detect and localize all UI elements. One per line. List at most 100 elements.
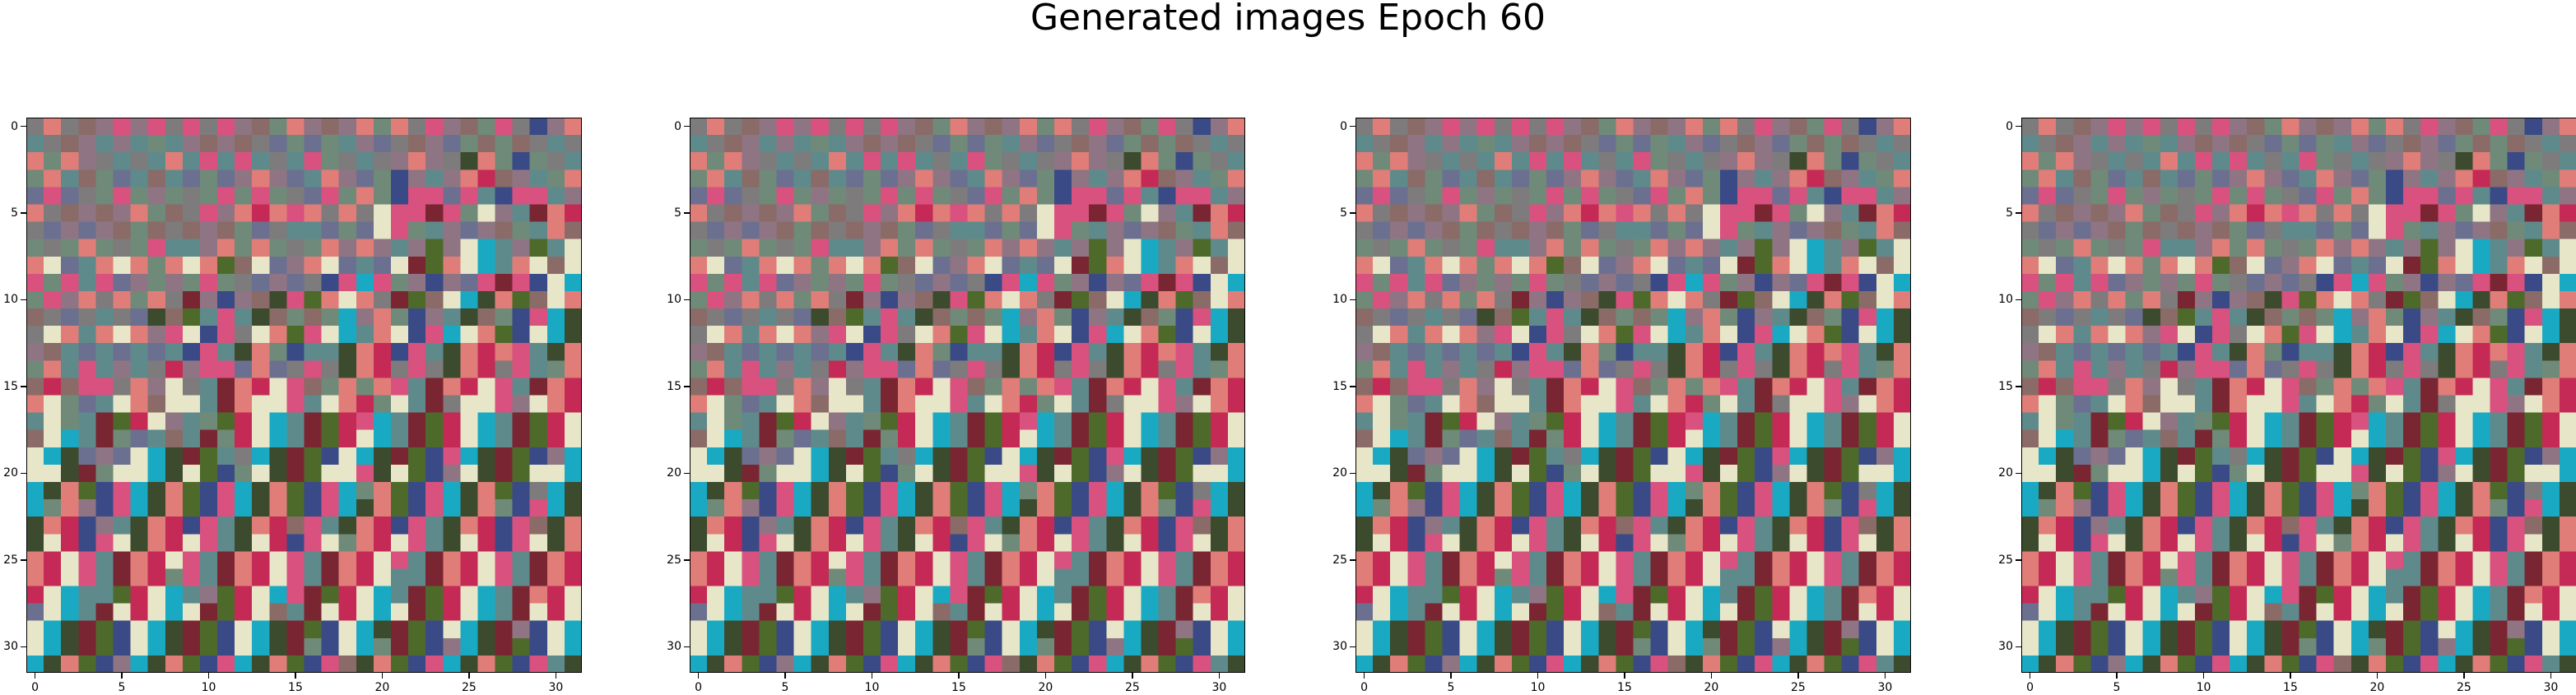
image-pixel xyxy=(477,499,495,517)
image-pixel xyxy=(529,499,548,517)
image-pixel xyxy=(2559,343,2576,361)
image-pixel xyxy=(1650,204,1669,222)
image-pixel xyxy=(845,603,864,622)
image-pixel xyxy=(1390,603,1408,622)
image-pixel xyxy=(390,655,409,673)
image-pixel xyxy=(1564,290,1582,309)
image-pixel xyxy=(2333,187,2352,205)
image-pixel xyxy=(1511,568,1530,586)
image-pixel xyxy=(304,637,323,656)
image-pixel xyxy=(707,499,725,517)
image-pixel xyxy=(845,360,864,378)
image-pixel xyxy=(2073,447,2091,466)
image-pixel xyxy=(1106,429,1124,448)
image-pixel xyxy=(1719,499,1738,517)
image-pixel xyxy=(1106,135,1124,153)
image-pixel xyxy=(2177,499,2196,517)
image-pixel xyxy=(1123,464,1142,483)
image-pixel xyxy=(1650,152,1669,170)
image-pixel xyxy=(1476,586,1495,605)
image-pixel xyxy=(1528,239,1547,257)
y-tick-label: 0 xyxy=(2006,119,2013,133)
image-pixel xyxy=(390,308,409,327)
image-pixel xyxy=(390,256,409,275)
image-pixel xyxy=(863,568,881,586)
image-pixel xyxy=(950,326,968,344)
image-pixel xyxy=(2090,343,2109,361)
image-pixel xyxy=(1036,447,1055,466)
image-pixel xyxy=(2264,187,2282,205)
image-pixel xyxy=(546,326,565,344)
image-pixel xyxy=(477,586,495,605)
image-pixel xyxy=(1737,447,1755,466)
image-pixel xyxy=(564,481,582,500)
image-pixel xyxy=(2438,637,2456,656)
image-pixel xyxy=(2524,637,2543,656)
image-pixel xyxy=(2559,637,2576,656)
image-pixel xyxy=(690,586,708,605)
image-pixel xyxy=(2524,464,2543,483)
image-pixel xyxy=(1806,239,1825,257)
image-pixel xyxy=(2368,152,2387,170)
image-pixel xyxy=(147,568,166,586)
image-pixel xyxy=(2316,169,2335,188)
image-pixel xyxy=(95,395,114,414)
image-pixel xyxy=(828,343,847,361)
image-pixel xyxy=(1841,378,1860,396)
image-pixel xyxy=(898,395,916,414)
image-pixel xyxy=(95,551,114,569)
image-pixel xyxy=(1053,637,1072,656)
image-pixel xyxy=(217,204,235,222)
image-pixel xyxy=(1227,326,1245,344)
image-pixel xyxy=(95,637,114,656)
image-pixel xyxy=(1824,135,1843,153)
image-pixel xyxy=(2524,239,2543,257)
image-pixel xyxy=(1667,256,1686,275)
image-pixel xyxy=(235,290,253,309)
image-pixel xyxy=(529,429,548,448)
image-pixel xyxy=(564,534,582,552)
image-pixel xyxy=(1210,290,1229,309)
image-pixel xyxy=(512,290,531,309)
image-pixel xyxy=(1373,655,1391,673)
image-pixel xyxy=(2299,655,2318,673)
image-pixel xyxy=(1158,169,1177,188)
image-pixel xyxy=(2524,603,2543,622)
image-pixel xyxy=(742,343,760,361)
image-pixel xyxy=(1089,135,1107,153)
image-pixel xyxy=(2385,256,2404,275)
image-pixel xyxy=(2299,429,2318,448)
image-pixel xyxy=(828,603,847,622)
image-pixel xyxy=(1123,118,1142,136)
image-pixel xyxy=(529,135,548,153)
image-pixel xyxy=(356,655,374,673)
image-pixel xyxy=(252,586,270,605)
image-pixel xyxy=(1476,568,1495,586)
image-pixel xyxy=(512,221,531,240)
y-tick-label: 10 xyxy=(667,293,681,307)
image-pixel xyxy=(828,326,847,344)
image-pixel xyxy=(828,637,847,656)
image-pixel xyxy=(1355,256,1374,275)
image-pixel xyxy=(2264,152,2282,170)
image-pixel xyxy=(165,481,184,500)
image-pixel xyxy=(2125,326,2144,344)
image-pixel xyxy=(2333,273,2352,292)
image-pixel xyxy=(1002,481,1021,500)
image-pixel xyxy=(495,481,514,500)
image-pixel xyxy=(356,256,374,275)
image-pixel xyxy=(356,273,374,292)
image-pixel xyxy=(443,412,461,431)
image-pixel xyxy=(776,326,794,344)
image-pixel xyxy=(304,395,323,414)
image-pixel xyxy=(967,187,986,205)
image-pixel xyxy=(95,135,114,153)
image-pixel xyxy=(182,256,201,275)
image-pixel xyxy=(950,551,968,569)
image-pixel xyxy=(1893,204,1911,222)
image-pixel xyxy=(1528,620,1547,639)
image-pixel xyxy=(2021,447,2039,466)
image-pixel xyxy=(1459,169,1478,188)
image-pixel xyxy=(356,464,374,483)
image-pixel xyxy=(1106,620,1124,639)
